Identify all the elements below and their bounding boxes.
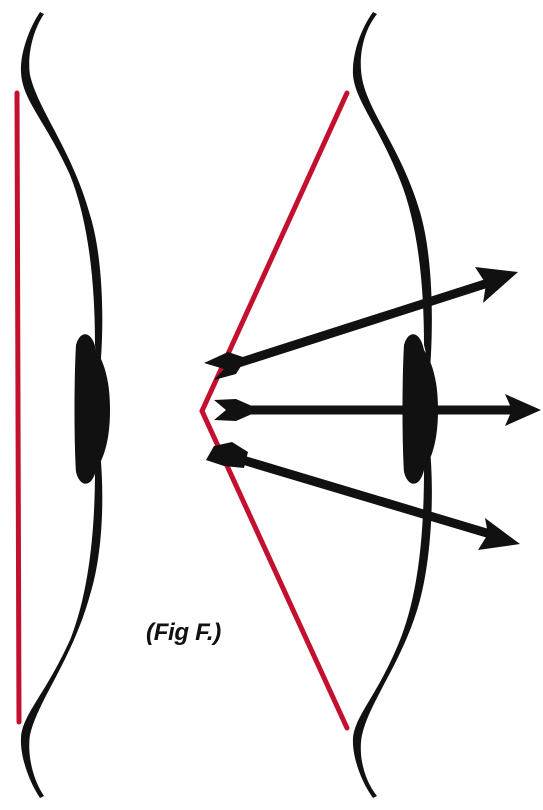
arrow-middle-fletching — [214, 399, 252, 421]
relaxed-bow — [14, 12, 110, 798]
arrow-middle-head — [505, 394, 541, 426]
arrow-upper — [204, 267, 518, 380]
drawn-bowstring — [199, 90, 350, 731]
figure-caption: (Fig F.) — [146, 619, 221, 646]
arrow-lower-head — [478, 518, 520, 550]
drawn-bow-lower-limb — [352, 450, 432, 798]
relaxed-bow-lower-limb — [20, 450, 103, 798]
relaxed-bow-grip — [74, 334, 110, 484]
arrow-lower — [206, 442, 520, 550]
arrow-upper-head — [475, 267, 518, 303]
drawn-bow-upper-limb — [352, 12, 432, 370]
arrow-lower-fletching — [206, 442, 248, 468]
arrow-middle — [214, 394, 541, 426]
arrow-upper-shaft — [224, 278, 490, 372]
relaxed-bow-upper-limb — [20, 12, 103, 370]
arrows — [204, 267, 541, 550]
relaxed-bowstring — [14, 90, 22, 725]
arrow-upper-fletching — [204, 352, 246, 380]
arrow-lower-shaft — [224, 450, 492, 539]
